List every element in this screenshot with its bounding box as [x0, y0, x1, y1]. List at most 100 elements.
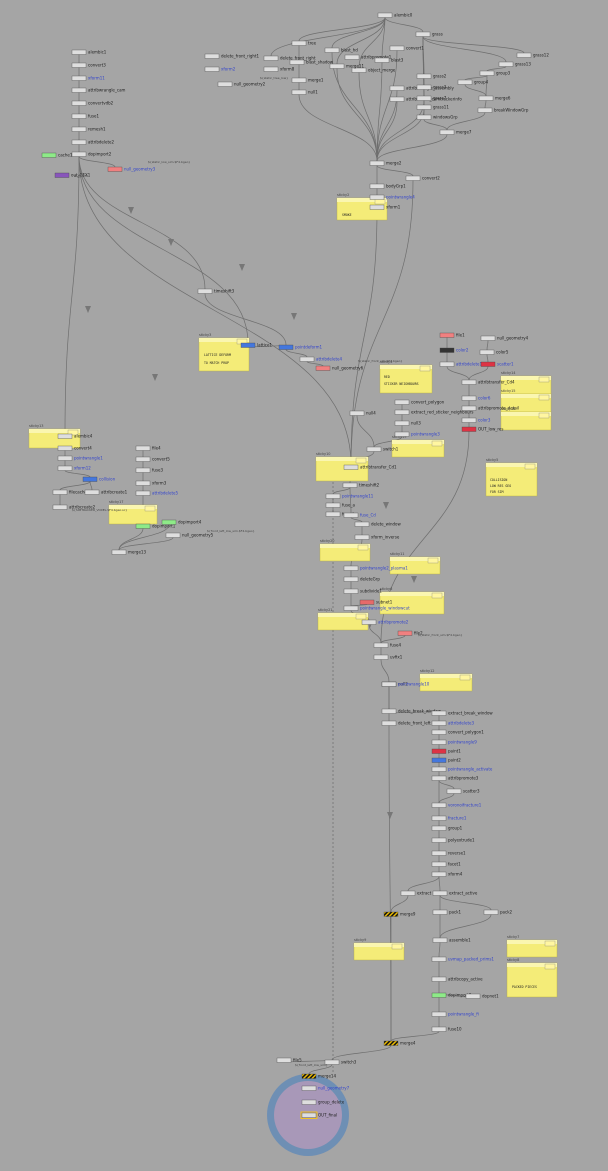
node-switch1[interactable]: switch1 [366, 447, 399, 452]
sticky-note-sticky2[interactable]: sticky2 [336, 193, 388, 221]
node-body[interactable] [325, 511, 341, 517]
node-body[interactable] [71, 113, 87, 119]
node-attribpromote3[interactable]: attribpromote3 [431, 775, 479, 781]
node-grass12[interactable]: grass12 [516, 53, 549, 58]
node-body[interactable] [289, 59, 305, 65]
node-attribcreate2[interactable]: attribcreate2 [52, 504, 96, 510]
sticky-note-sticky8[interactable]: sticky8 [506, 958, 558, 998]
node-xform11[interactable]: xform11 [71, 76, 105, 81]
node-dopimport2[interactable]: dopimport2 [71, 151, 112, 157]
node-null3[interactable]: null3 [394, 420, 421, 426]
node-extract_red_sticker_neighbours[interactable]: extract_red_sticker_neighbours [394, 409, 473, 415]
node-body[interactable] [465, 993, 481, 999]
node-body[interactable] [369, 160, 385, 166]
node-body[interactable] [461, 417, 477, 423]
node-convertvdb2[interactable]: convertvdb2 [71, 101, 114, 106]
node-body[interactable] [324, 1059, 340, 1065]
node-body[interactable] [383, 1040, 399, 1046]
node-body[interactable] [431, 710, 447, 716]
node-body[interactable] [359, 599, 375, 605]
node-null_geometry5[interactable]: null_geometry5 [165, 533, 214, 538]
node-body[interactable] [394, 420, 410, 426]
node-body[interactable] [373, 654, 389, 660]
node-fuse4[interactable]: fuse4 [373, 643, 401, 648]
node-paint2[interactable]: paint2 [431, 757, 461, 763]
node-filecache[interactable]: filecache [52, 490, 87, 495]
node-grass2[interactable]: grass2 [416, 74, 447, 79]
node-null4[interactable]: null4 [349, 411, 376, 416]
node-body[interactable] [135, 490, 151, 496]
node-body[interactable] [41, 152, 57, 158]
sticky-note-sticky17[interactable]: sticky17 [108, 500, 158, 525]
node-body[interactable] [431, 766, 447, 772]
node-grass7[interactable]: grass7 [416, 96, 447, 101]
node-switch3[interactable]: switch3 [324, 1059, 357, 1065]
node-deleteGrp[interactable]: deleteGrp [343, 577, 380, 582]
node-bodyGrp1[interactable]: bodyGrp1 [369, 184, 406, 189]
node-body[interactable] [394, 399, 410, 405]
node-xform_inverse[interactable]: xform_inverse [354, 534, 400, 540]
node-timeshift2[interactable]: timeshift2 [342, 483, 380, 488]
node-OUT_final[interactable]: OUT_final [300, 1111, 337, 1119]
node-fuse_a[interactable]: fuse_a [325, 503, 355, 508]
node-body[interactable] [291, 77, 307, 83]
node-body[interactable] [431, 757, 447, 763]
node-dopnet1[interactable]: dopnet1 [465, 993, 499, 999]
node-file5[interactable]: file5 [276, 1058, 302, 1063]
node-body[interactable] [71, 126, 87, 132]
node-subdivide1[interactable]: subdivide1 [343, 589, 382, 594]
node-fuse1[interactable]: fuse1 [71, 113, 99, 119]
node-body[interactable] [71, 151, 87, 157]
node-body[interactable] [71, 49, 87, 55]
node-pack2[interactable]: pack2 [483, 910, 513, 915]
node-body[interactable] [52, 504, 68, 510]
node-attribdelete5[interactable]: attribdelete5 [135, 490, 178, 496]
node-fuse10[interactable]: fuse10 [431, 1027, 462, 1032]
node-body[interactable] [57, 445, 73, 451]
node-body[interactable] [432, 909, 448, 915]
node-voronoifracture1[interactable]: voronoifracture1 [431, 803, 482, 808]
node-convert5[interactable]: convert5 [135, 457, 170, 462]
node-scatter1[interactable]: scatter1 [480, 362, 514, 367]
node-body[interactable] [278, 344, 294, 350]
node-grass3[interactable]: grass3 [416, 85, 447, 90]
sticky-pin-icon[interactable] [355, 613, 367, 620]
sticky-pin-icon[interactable] [144, 505, 156, 512]
node-dopimport1[interactable]: dopimport1 [135, 523, 176, 529]
node-body[interactable] [431, 775, 447, 781]
node-null_geometry4[interactable]: null_geometry4 [480, 336, 529, 341]
node-scatter3[interactable]: scatter3 [446, 789, 480, 794]
sticky-note-sticky11[interactable]: sticky11 [389, 552, 441, 575]
node-body[interactable] [354, 521, 370, 527]
node-delete_front_right[interactable]: delete_front_right [263, 56, 316, 61]
node-group3[interactable]: group3 [479, 71, 511, 76]
node-pointwrangle_activate[interactable]: pointwrangle_activate [431, 766, 493, 772]
node-pointdeform1[interactable]: pointdeform1 [278, 344, 323, 350]
node-merge6[interactable]: merge6 [478, 96, 511, 101]
sticky-note-sticky10[interactable]: sticky10 [315, 452, 369, 482]
node-body[interactable] [344, 54, 360, 60]
node-body[interactable] [389, 45, 405, 51]
node-paint1[interactable]: paint1 [431, 749, 461, 754]
node-grass11[interactable]: grass11 [416, 105, 449, 110]
node-body[interactable] [394, 431, 410, 437]
node-out_GFX1[interactable]: out_GFX1 [54, 173, 91, 178]
node-body[interactable] [204, 66, 220, 72]
node-extract_break_window[interactable]: extract_break_window [431, 710, 493, 716]
sticky-note-sticky9[interactable]: sticky9 [353, 938, 405, 961]
node-body[interactable] [354, 534, 370, 540]
node-blast3[interactable]: blast3 [374, 58, 404, 63]
node-subnet1[interactable]: subnet1 [359, 599, 393, 605]
node-body[interactable] [197, 288, 213, 294]
node-body[interactable] [325, 493, 341, 499]
node-body[interactable] [301, 1073, 317, 1079]
node-body[interactable] [461, 379, 477, 385]
node-body[interactable] [71, 62, 87, 68]
node-body[interactable] [394, 409, 410, 415]
node-body[interactable] [135, 523, 151, 529]
sticky-pin-icon[interactable] [431, 440, 443, 447]
node-body[interactable] [381, 720, 397, 726]
sticky-note-sticky21[interactable]: sticky21 [317, 608, 369, 631]
node-blast_hd[interactable]: blast_hd [324, 48, 358, 53]
node-convert_polygon1[interactable]: convert_polygon1 [431, 730, 484, 735]
